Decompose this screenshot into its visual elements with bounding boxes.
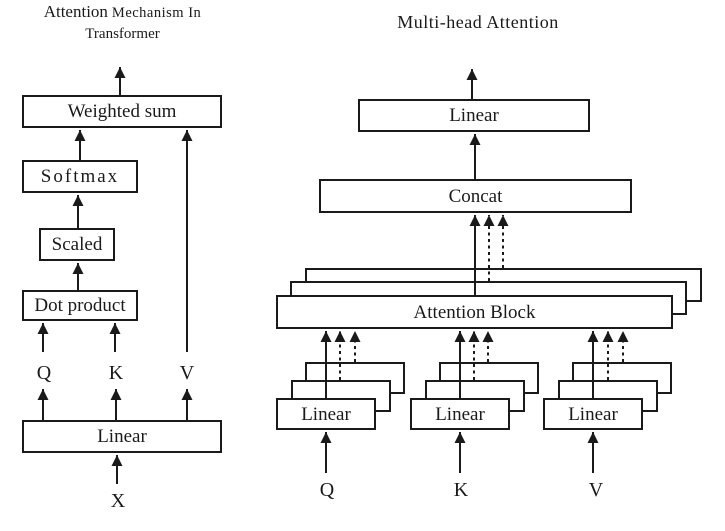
linear-out-box: Linear	[358, 99, 590, 132]
attention-block-box: Attention Block	[276, 295, 673, 329]
linear-v-box: Linear	[543, 398, 643, 430]
softmax-box: Softmax	[22, 160, 138, 193]
scaled-box: Scaled	[39, 228, 115, 261]
left-diagram-title: Attention Mechanism In Transformer	[25, 1, 220, 44]
label-k-right: K	[453, 479, 469, 501]
left-title-word1: Attention	[43, 2, 108, 21]
left-title-line1: Attention Mechanism In	[25, 1, 220, 23]
label-v-right: V	[588, 479, 604, 501]
label-x: X	[110, 490, 126, 512]
label-k-left: K	[108, 362, 124, 384]
linear-k-box: Linear	[410, 398, 510, 430]
left-title-line2: Transformer	[85, 26, 160, 42]
linear-box-left: Linear	[22, 420, 222, 453]
weighted-sum-box: Weighted sum	[22, 95, 222, 128]
concat-box: Concat	[319, 179, 632, 213]
label-v-left: V	[179, 362, 195, 384]
label-q-right: Q	[319, 479, 335, 501]
left-title-rest: Mechanism In	[111, 5, 202, 21]
right-diagram-title: Multi-head Attention	[397, 12, 559, 32]
linear-q-box: Linear	[276, 398, 376, 430]
label-q-left: Q	[36, 362, 52, 384]
dot-product-box: Dot product	[22, 290, 138, 321]
